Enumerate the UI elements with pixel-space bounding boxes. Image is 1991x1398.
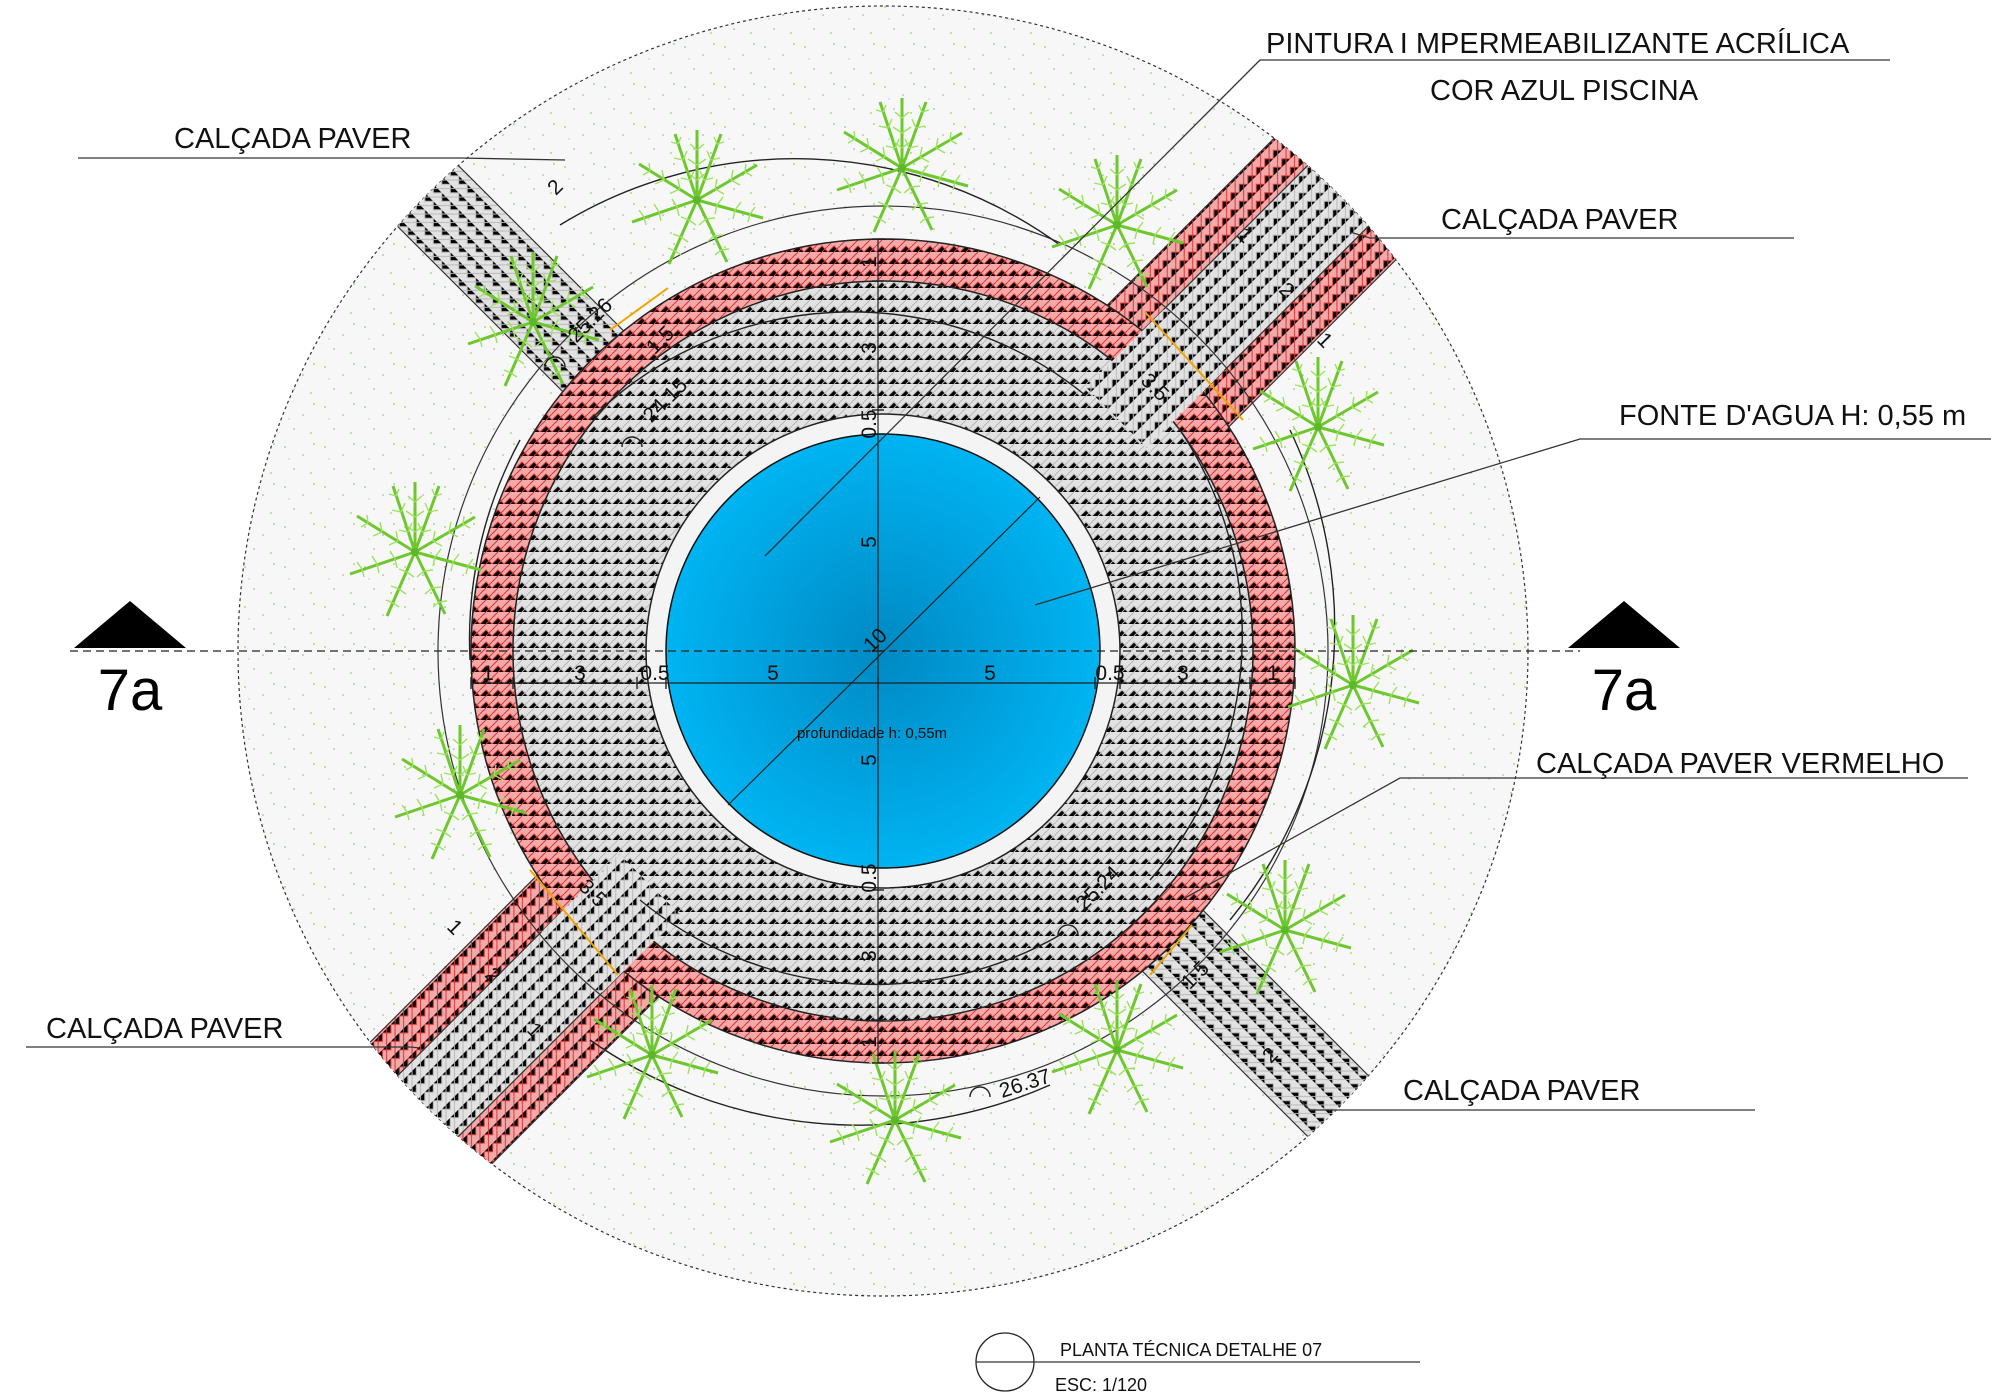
vertical-dimension-labels: 1 3 0.5 5 5 0.5 3 1 — [858, 256, 881, 1048]
hdim-3: 0.5 — [640, 662, 669, 685]
arc-line-outer-3 — [589, 1039, 1051, 1126]
callout-paver-red: CALÇADA PAVER VERMELHO — [1536, 748, 1944, 780]
horizontal-ticks — [470, 677, 1296, 689]
callout-paver-bottom-left: CALÇADA PAVER — [46, 1013, 283, 1045]
section-marker-right: 7a — [1568, 601, 1680, 723]
vdim-3: 0.5 — [858, 409, 881, 438]
hdim-6: 0.5 — [1095, 662, 1124, 685]
hdim-7: 3 — [1177, 662, 1189, 685]
vdim-1: 1 — [858, 256, 881, 268]
title-block-title: PLANTA TÉCNICA DETALHE 07 — [1060, 1340, 1322, 1360]
hdim-8: 1 — [1267, 662, 1279, 685]
title-block: PLANTA TÉCNICA DETALHE 07 ESC: 1/120 — [975, 1332, 1420, 1395]
vdim-7: 3 — [858, 950, 881, 962]
pool-depth-label: profundidade h: 0,55m — [797, 725, 947, 742]
vertical-ticks — [872, 238, 884, 1064]
hdim-2: 3 — [574, 662, 586, 685]
vdim-6: 0.5 — [858, 863, 881, 892]
section-marker-left: 7a — [74, 601, 186, 723]
callout-paver-bottom-right: CALÇADA PAVER — [1403, 1075, 1640, 1107]
callout-paver-top-left: CALÇADA PAVER — [174, 123, 411, 155]
title-block-scale: ESC: 1/120 — [1055, 1375, 1147, 1395]
horizontal-dimension-labels: 1 3 0.5 5 5 0.5 3 1 — [482, 662, 1279, 685]
section-label-left: 7a — [98, 658, 163, 723]
callout-paint-line1: PINTURA I MPERMEABILIZANTE ACRÍLICA — [1266, 27, 1850, 60]
hdim-5: 5 — [984, 662, 996, 685]
vdim-5: 5 — [858, 754, 881, 766]
callout-paver-top-right: CALÇADA PAVER — [1441, 204, 1678, 236]
arc-line-inner — [589, 311, 1086, 421]
vdim-8: 1 — [858, 1036, 881, 1048]
ramp-edge-lines — [529, 287, 1244, 976]
arc-line-outer — [559, 158, 1061, 246]
arc-line-inner-3 — [639, 899, 1061, 986]
callout-leaders — [26, 59, 1991, 1111]
vdim-4: 5 — [858, 536, 881, 548]
hdim-4: 5 — [767, 662, 779, 685]
arc-line-inner-2 — [1149, 429, 1244, 881]
arc-line-outer-4 — [468, 439, 521, 661]
hdim-1: 1 — [482, 662, 494, 685]
callout-paint-line2: COR AZUL PISCINA — [1430, 75, 1699, 107]
arc-line-outer-2 — [1229, 429, 1336, 921]
section-arrow-right — [1568, 601, 1680, 648]
callout-fountain: FONTE D'AGUA H: 0,55 m — [1619, 400, 1966, 432]
section-arrow-left — [74, 601, 186, 648]
vdim-2: 3 — [858, 342, 881, 354]
section-label-right: 7a — [1592, 658, 1657, 723]
